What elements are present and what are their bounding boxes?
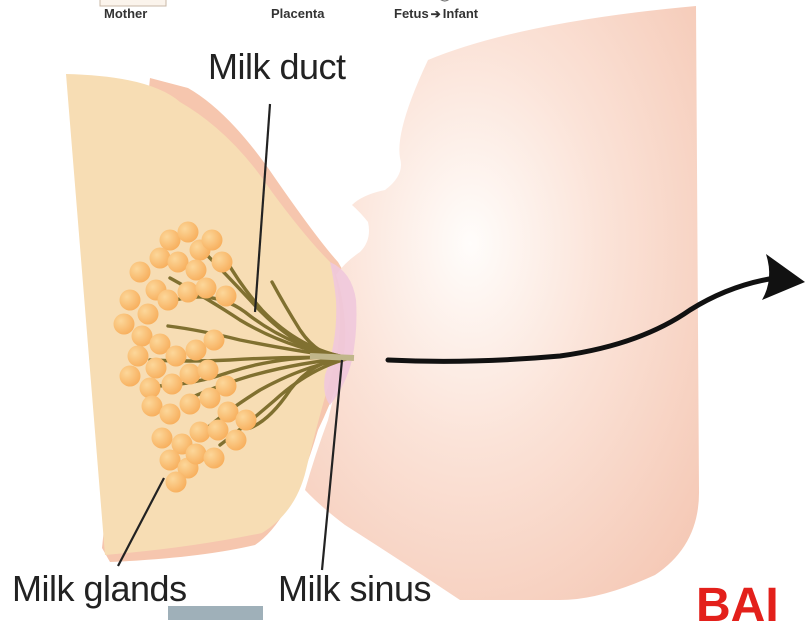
placenta-label: Placenta (271, 6, 324, 21)
gland-lobule (160, 230, 181, 251)
right-arrow-icon: ➔ (431, 7, 441, 21)
lactation-diagram (0, 0, 805, 618)
gland-lobule (208, 420, 229, 441)
gland-lobule (202, 230, 223, 251)
gland-lobule (142, 396, 163, 417)
milk-sinus-label: Milk sinus (278, 568, 431, 610)
gland-lobule (150, 248, 171, 269)
gland-lobule (132, 326, 153, 347)
gland-lobule (120, 290, 141, 311)
gland-lobule (166, 346, 187, 367)
gland-lobule (226, 430, 247, 451)
gland-lobule (180, 394, 201, 415)
gland-lobule (120, 366, 141, 387)
fetus-label: Fetus (394, 6, 429, 21)
gland-lobule (216, 286, 237, 307)
gland-lobule (140, 378, 161, 399)
gland-lobule (160, 404, 181, 425)
gland-lobule (204, 330, 225, 351)
gland-lobule (128, 346, 149, 367)
gland-lobule (130, 262, 151, 283)
gland-lobule (162, 374, 183, 395)
red-heading-fragment: BAI (696, 582, 779, 630)
gland-lobule (166, 472, 187, 493)
gland-lobule (200, 388, 221, 409)
gland-lobule (146, 358, 167, 379)
gland-lobule (198, 360, 219, 381)
gland-lobule (204, 448, 225, 469)
milk-duct-label: Milk duct (208, 46, 346, 88)
gland-lobule (212, 252, 233, 273)
gland-lobule (138, 304, 159, 325)
mother-label: Mother (104, 6, 147, 21)
gland-lobule (186, 260, 207, 281)
milk-sinus-duct (310, 356, 354, 358)
gland-lobule (152, 428, 173, 449)
gland-lobule (158, 290, 179, 311)
gland-lobule (186, 444, 207, 465)
gland-lobule (168, 252, 189, 273)
fetus-infant-label: Fetus➔Infant (394, 6, 478, 21)
breast (66, 74, 340, 555)
gland-lobule (160, 450, 181, 471)
gland-lobule (236, 410, 257, 431)
gland-lobule (178, 282, 199, 303)
gland-lobule (180, 364, 201, 385)
infant-face (305, 6, 699, 600)
gland-lobule (178, 222, 199, 243)
infant-label: Infant (443, 6, 478, 21)
gland-lobule (186, 340, 207, 361)
gland-lobule (190, 422, 211, 443)
gland-lobule (196, 278, 217, 299)
fetus-box (437, 0, 452, 1)
gland-lobule (114, 314, 135, 335)
gland-lobule (218, 402, 239, 423)
milk-glands-label: Milk glands (12, 568, 187, 610)
